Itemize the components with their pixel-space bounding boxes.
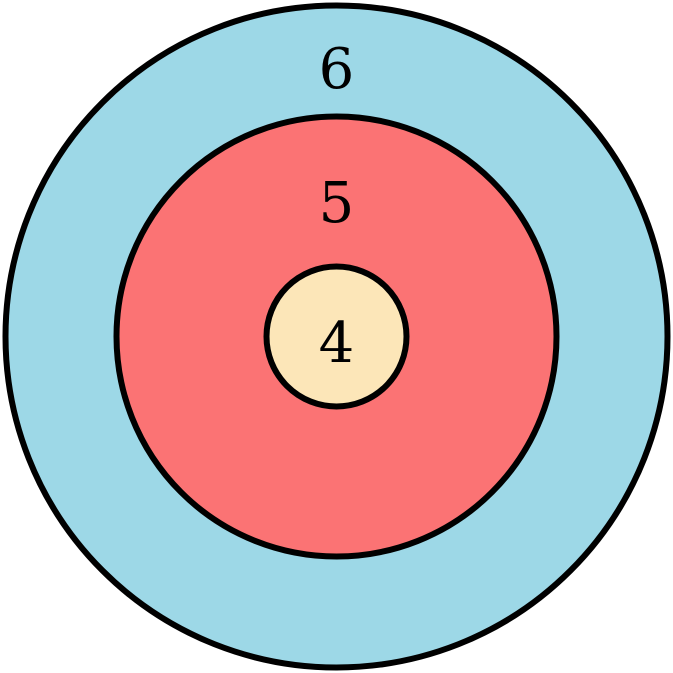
inner-ring	[263, 263, 410, 410]
outer-ring-label: 6	[319, 37, 355, 102]
inner-ring-label: 4	[319, 311, 355, 376]
middle-ring-label: 5	[319, 171, 355, 236]
